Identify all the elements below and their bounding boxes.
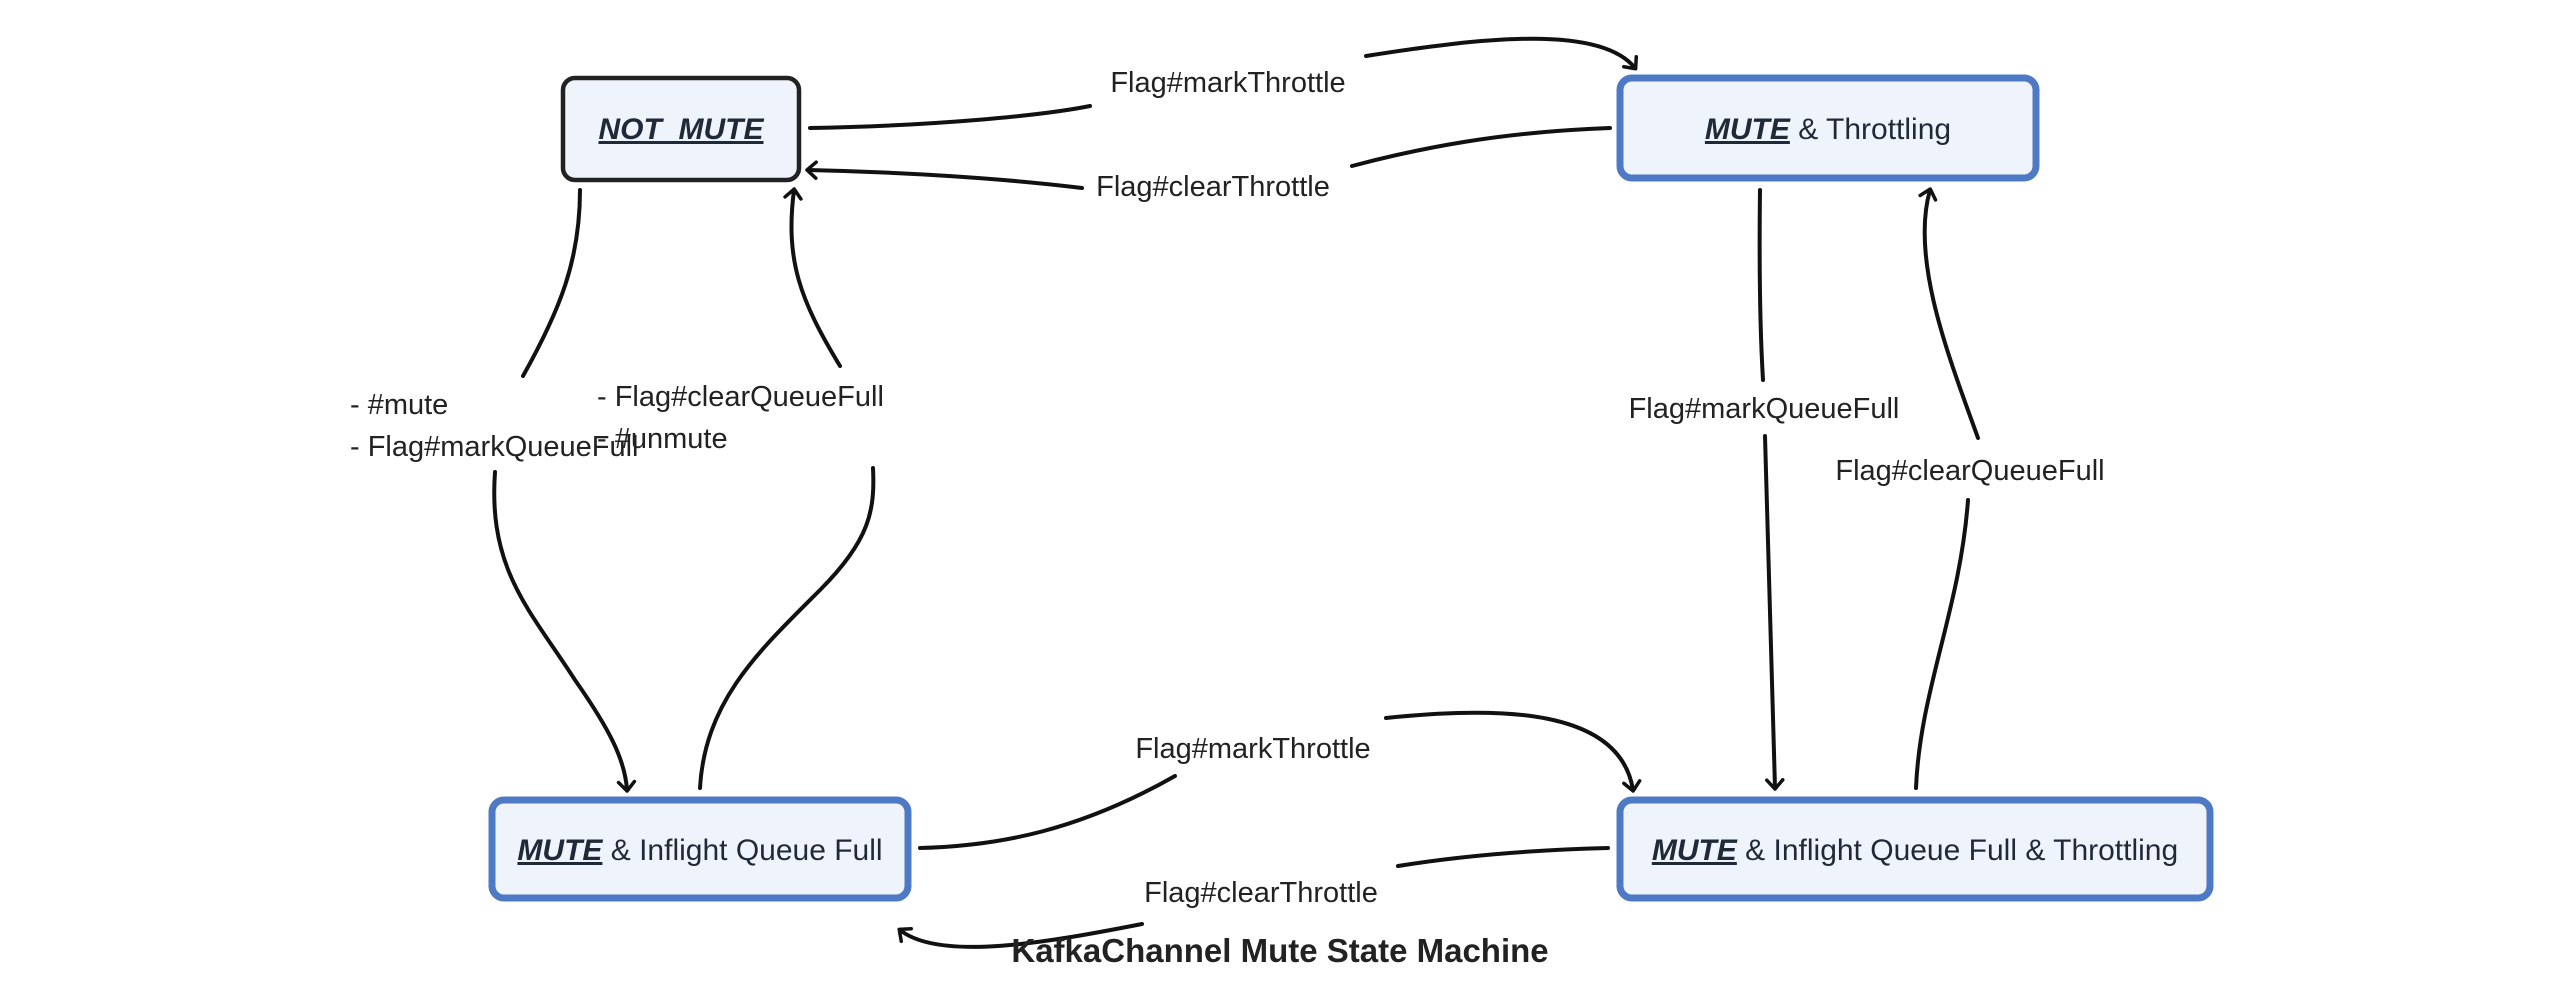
label-bottom-mark-throttle: Flag#markThrottle [1135, 733, 1370, 765]
node-mute-queue-full-throttling-rest: & Inflight Queue Full & Throttling [1737, 834, 2178, 867]
node-mute-throttling: MUTE & Throttling [1616, 74, 2040, 182]
node-mute-throttling-rest: & Throttling [1790, 113, 1951, 146]
label-left-up-line1: - Flag#clearQueueFull [597, 381, 884, 413]
edge-queue-full-to-not-mute-upper [783, 187, 842, 368]
node-mute-queue-full-throttling: MUTE & Inflight Queue Full & Throttling [1616, 796, 2214, 902]
node-not-mute: NOT_MUTE [560, 75, 802, 183]
diagram-title: KafkaChannel Mute State Machine [1011, 932, 1548, 969]
label-right-mark-queue-full: Flag#markQueueFull [1629, 393, 1900, 425]
label-left-up-line2: - #unmute [597, 423, 728, 455]
svg-text:MUTE & Throttling: MUTE & Throttling [1705, 113, 1951, 146]
edge-throttling-to-not-mute-arrow [805, 160, 1084, 190]
edge-full-throttling-to-queue-full-arrow [897, 922, 1144, 949]
svg-text:MUTE & Inflight Queue Full & T: MUTE & Inflight Queue Full & Throttling [1652, 834, 2178, 867]
edge-throttling-to-full-throttling-upper [1757, 188, 1765, 382]
label-bottom-clear-throttle: Flag#clearThrottle [1144, 877, 1378, 909]
edge-not-mute-to-throttling-arrow [1364, 36, 1639, 71]
svg-text:MUTE & Inflight Queue Full: MUTE & Inflight Queue Full [517, 834, 882, 867]
label-left-down-line2: - Flag#markQueueFull [350, 431, 639, 463]
node-not-mute-key: NOT_MUTE [599, 113, 765, 146]
edge-full-throttling-to-queue-full [1396, 846, 1610, 868]
node-mute-queue-full: MUTE & Inflight Queue Full [488, 796, 912, 902]
edge-not-mute-to-throttling [808, 104, 1092, 130]
edge-not-mute-to-queue-full-upper [521, 188, 582, 378]
label-top-mark-throttle: Flag#markThrottle [1110, 67, 1345, 99]
node-mute-throttling-key: MUTE [1705, 113, 1791, 146]
label-right-clear-queue-full: Flag#clearQueueFull [1835, 455, 2104, 487]
edge-queue-full-to-full-throttling [918, 774, 1177, 850]
edge-throttling-to-full-throttling-lower [1763, 434, 1785, 791]
node-mute-queue-full-key: MUTE [517, 834, 603, 867]
edge-queue-full-to-full-throttling-arrow [1384, 710, 1642, 793]
label-left-down-line1: - #mute [350, 389, 448, 421]
edge-throttling-to-not-mute [1350, 126, 1612, 168]
node-mute-queue-full-throttling-key: MUTE [1652, 834, 1738, 867]
svg-text:NOT_MUTE: NOT_MUTE [599, 113, 765, 146]
label-top-clear-throttle: Flag#clearThrottle [1096, 171, 1330, 203]
edge-not-mute-to-queue-full-lower [492, 470, 637, 793]
node-mute-queue-full-rest: & Inflight Queue Full [602, 834, 882, 867]
edge-full-throttling-to-throttling-lower [1914, 498, 1970, 790]
edge-queue-full-to-not-mute-lower [698, 466, 876, 790]
edge-full-throttling-to-throttling-upper [1918, 187, 1980, 440]
